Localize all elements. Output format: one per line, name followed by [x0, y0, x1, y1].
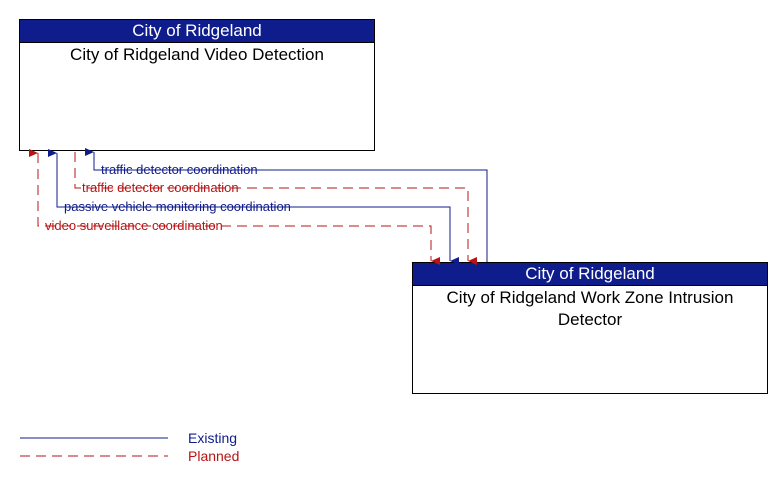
work-zone-owner: City of Ridgeland [413, 263, 767, 286]
flow-label: passive vehicle monitoring coordination [64, 199, 291, 214]
flow-label: traffic detector coordination [101, 162, 258, 177]
work-zone-detector-box[interactable]: City of Ridgeland City of Ridgeland Work… [412, 262, 768, 394]
flow-label: video surveillance coordination [45, 218, 223, 233]
legend-existing-label: Existing [188, 430, 238, 446]
legend-planned-label: Planned [188, 448, 240, 464]
flow-label: traffic detector coordination [82, 180, 239, 195]
flow-line [29, 149, 440, 265]
work-zone-name: City of Ridgeland Work Zone Intrusion De… [446, 288, 734, 329]
video-detection-box[interactable]: City of Ridgeland City of Ridgeland Vide… [19, 19, 375, 151]
video-detection-name: City of Ridgeland Video Detection [70, 45, 324, 64]
flow-video-surveillance[interactable]: video surveillance coordination [29, 149, 440, 265]
video-detection-owner: City of Ridgeland [20, 20, 374, 43]
